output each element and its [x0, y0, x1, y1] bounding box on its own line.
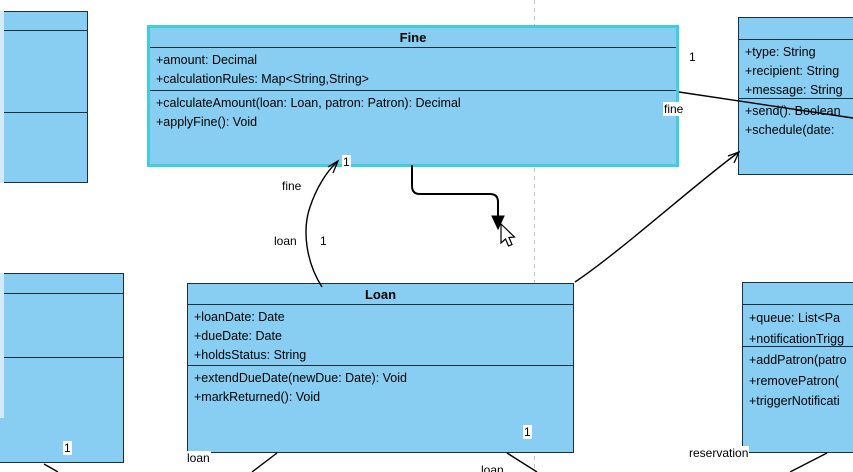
class-attribute: +dueDate: Date	[194, 329, 282, 343]
class-methods-fine: +calculateAmount(loan: Loan, patron: Pat…	[150, 91, 676, 132]
role-label-loan-bottom[interactable]: loan	[186, 451, 211, 465]
class-title	[739, 18, 853, 40]
class-methods-reservation: +addPatron(patro +removePatron( +trigger…	[743, 347, 853, 412]
class-attribute: +holdsStatus: String	[194, 348, 307, 362]
class-attribute: +type: String	[745, 45, 816, 59]
class-attribute: +calculationRules: Map<String,String>	[156, 72, 369, 86]
class-attribute: +loanDate: Date	[194, 310, 285, 324]
class-method: +calculateAmount(loan: Loan, patron: Pat…	[156, 96, 461, 110]
class-title	[743, 283, 853, 305]
class-method: +applyFine(): Void	[156, 115, 258, 129]
class-box-partial-bottom-left[interactable]	[0, 273, 124, 463]
class-method: +removePatron(	[749, 373, 839, 388]
class-title	[0, 12, 87, 31]
class-attribute: +notificationTrigg	[749, 331, 845, 346]
class-attribute: +recipient: String	[745, 64, 840, 78]
class-title-loan: Loan	[188, 284, 573, 305]
class-attributes-fine: +amount: Decimal +calculationRules: Map<…	[150, 48, 676, 91]
class-methods-loan: +extendDueDate(newDue: Date): Void +mark…	[188, 366, 573, 407]
class-method: +markReturned(): Void	[194, 390, 321, 404]
multiplicity-label-fine-anchor[interactable]: 1	[342, 155, 351, 169]
class-attributes-reservation: +queue: List<Pa +notificationTrigg	[743, 305, 853, 347]
class-attributes	[0, 294, 123, 358]
class-attribute: +amount: Decimal	[156, 53, 258, 67]
class-box-reservation[interactable]: +queue: List<Pa +notificationTrigg +addP…	[742, 282, 853, 453]
class-attribute: +queue: List<Pa	[749, 311, 841, 325]
class-method: +extendDueDate(newDue: Date): Void	[194, 371, 407, 385]
role-label-loan-bottom-cut[interactable]: loan	[480, 463, 505, 472]
viewport-edge-strip	[0, 273, 4, 418]
class-attributes-loan: +loanDate: Date +dueDate: Date +holdsSta…	[188, 305, 573, 366]
role-label-reservation[interactable]: reservation	[688, 446, 750, 460]
multiplicity-label-top-right[interactable]: 1	[689, 50, 696, 64]
multiplicity-label-left[interactable]: 1	[320, 234, 327, 248]
class-title-fine: Fine	[150, 28, 676, 48]
class-method: +schedule(date:	[745, 123, 835, 137]
multiplicity-label-bottom-left[interactable]: 1	[63, 441, 72, 455]
viewport-edge-strip	[0, 11, 4, 183]
role-label-fine-left[interactable]: fine	[282, 179, 302, 193]
class-box-partial-top-left[interactable]	[0, 11, 88, 183]
role-label-loan-left[interactable]: loan	[274, 234, 297, 248]
class-box-loan[interactable]: Loan +loanDate: Date +dueDate: Date +hol…	[187, 283, 574, 453]
class-title	[0, 274, 123, 294]
class-method: +addPatron(patro	[749, 353, 847, 367]
role-label-fine-right[interactable]: fine	[663, 102, 685, 116]
multiplicity-label-inside-loan[interactable]: 1	[523, 425, 532, 439]
class-attributes	[0, 31, 87, 113]
class-method: +triggerNotificati	[749, 394, 840, 408]
